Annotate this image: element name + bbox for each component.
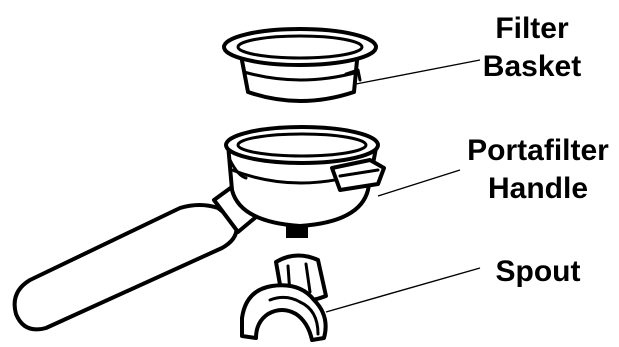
spout-leader (326, 268, 480, 312)
label-spout: Spout (496, 255, 581, 288)
label-portafilter-line1: Portafilter (467, 134, 609, 167)
label-filter-basket-line1: Filter (495, 12, 569, 45)
filter-basket-illustration (224, 29, 376, 101)
spout-illustration (242, 255, 326, 340)
portafilter-handle-leader (378, 170, 460, 196)
filter-basket-leader (356, 60, 480, 84)
label-filter-basket-line2: Basket (483, 50, 581, 83)
portafilter-handle-illustration (15, 127, 384, 329)
label-portafilter-line2: Handle (488, 172, 588, 205)
